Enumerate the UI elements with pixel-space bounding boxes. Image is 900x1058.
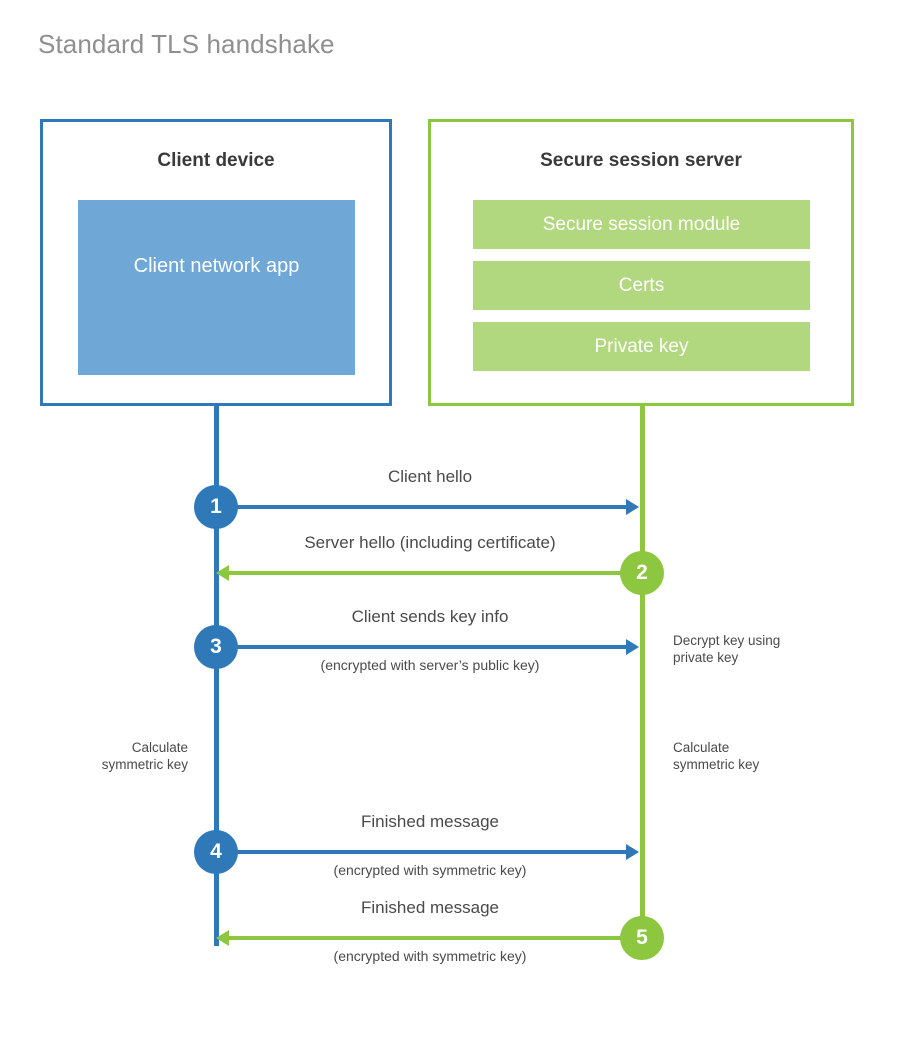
client-calculate-symmetric-key-note: Calculate symmetric key: [20, 739, 188, 773]
step-2-arrow-head-icon: [216, 565, 229, 581]
decrypt-key-note: Decrypt key using private key: [673, 632, 873, 666]
step-4-arrow-shaft: [216, 850, 626, 854]
decrypt-key-note-line-1: Decrypt key using: [673, 633, 781, 648]
step-2-number-badge: 2: [620, 551, 664, 595]
step-5-sublabel: (encrypted with symmetric key): [333, 948, 527, 964]
client-calc-note-line-1: Calculate: [131, 740, 188, 755]
step-4-number-badge: 4: [194, 830, 238, 874]
secure-session-server-title: Secure session server: [540, 150, 742, 171]
client-lifeline: [214, 403, 219, 946]
step-3-label: Client sends key info: [351, 607, 509, 626]
server-lifeline: [640, 403, 645, 939]
step-5-label: Finished message: [361, 898, 499, 917]
client-calc-note-line-2: symmetric key: [101, 757, 188, 772]
server-component-certs: Certs: [473, 261, 810, 310]
decrypt-key-note-line-2: private key: [673, 650, 739, 665]
step-1-number-badge: 1: [194, 485, 238, 529]
step-1-arrow-shaft: [216, 505, 626, 509]
server-component-private-key: Private key: [473, 322, 810, 371]
server-calc-note-line-1: Calculate: [673, 740, 730, 755]
step-1-arrow-head-icon: [626, 499, 639, 515]
step-3-arrow-head-icon: [626, 639, 639, 655]
step-4-arrow-head-icon: [626, 844, 639, 860]
step-4-label: Finished message: [361, 812, 499, 831]
step-5-number-badge: 5: [620, 916, 664, 960]
step-3-sublabel: (encrypted with server’s public key): [320, 657, 540, 673]
step-4-sublabel: (encrypted with symmetric key): [333, 862, 527, 878]
step-2-label: Server hello (including certificate): [304, 533, 556, 552]
client-device-title: Client device: [157, 150, 275, 171]
step-5-arrow-head-icon: [216, 930, 229, 946]
step-1-label: Client hello: [387, 467, 473, 486]
step-5-arrow-shaft: [229, 936, 640, 940]
page-title: Standard TLS handshake: [38, 29, 335, 59]
server-component-secure-session-module: Secure session module: [473, 200, 810, 249]
client-network-app-block: Client network app: [78, 200, 355, 375]
step-3-arrow-shaft: [216, 645, 626, 649]
step-3-number-badge: 3: [194, 625, 238, 669]
step-2-arrow-shaft: [229, 571, 640, 575]
secure-session-server-box: Secure session server Secure session mod…: [428, 119, 854, 406]
server-calculate-symmetric-key-note: Calculate symmetric key: [673, 739, 873, 773]
server-calc-note-line-2: symmetric key: [673, 757, 760, 772]
client-device-box: Client device Client network app: [40, 119, 392, 406]
